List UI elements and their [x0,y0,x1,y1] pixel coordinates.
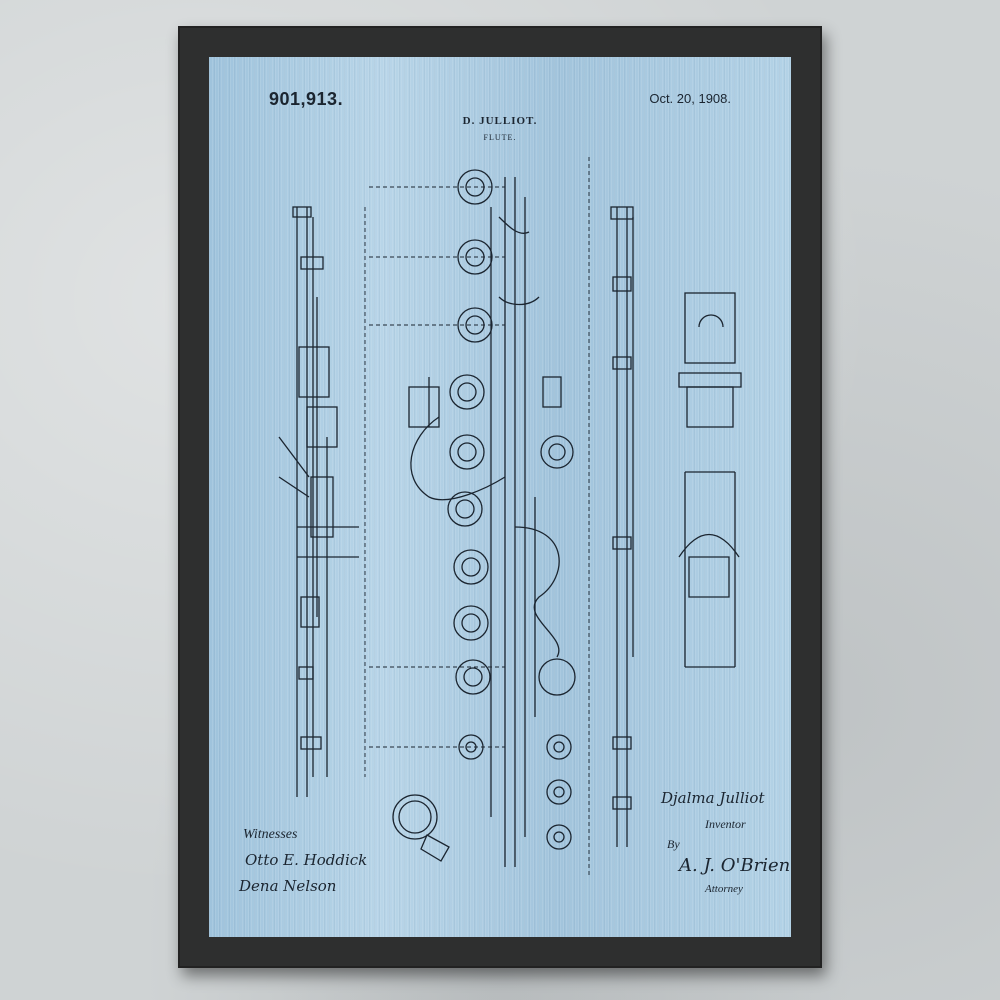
attorney-signature: A. J. O'Brien [679,855,790,876]
witnesses-label: Witnesses [243,827,297,843]
flute-side-view-right [611,207,633,847]
inventor-signature: Djalma Julliot [661,789,764,807]
flute-front-view [409,170,575,867]
witness-signature-1: Otto E. Hoddick [245,851,367,869]
patent-subject: FLUTE. [209,133,791,142]
by-label: By [667,837,680,852]
inventor-name: D. JULLIOT. [209,115,791,127]
tube-section-fig4 [679,472,739,667]
flute-side-view-left [279,207,359,797]
tube-section-fig5 [679,293,741,427]
dashed-guide-lines [365,157,589,877]
patent-number: 901,913. [269,89,343,110]
patent-date: Oct. 20, 1908. [649,91,731,106]
witness-signature-2: Dena Nelson [239,877,336,895]
key-detail-fig6 [393,795,449,861]
attorney-role-label: Attorney [705,883,743,895]
inventor-role-label: Inventor [705,817,746,832]
patent-print: 901,913. Oct. 20, 1908. D. JULLIOT. FLUT… [209,57,791,937]
